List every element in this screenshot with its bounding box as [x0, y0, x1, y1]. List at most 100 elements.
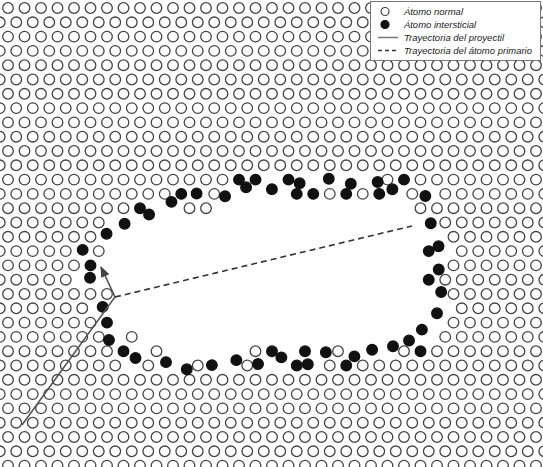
- normal-atom: [52, 146, 63, 157]
- normal-atom: [489, 274, 500, 285]
- normal-atom: [539, 103, 543, 114]
- normal-atom: [432, 432, 443, 443]
- normal-atom: [36, 3, 47, 14]
- normal-atom: [93, 131, 104, 142]
- normal-atom: [110, 46, 121, 57]
- normal-atom: [258, 389, 269, 400]
- normal-atom: [102, 289, 113, 300]
- normal-atom: [110, 17, 121, 28]
- normal-atom: [143, 417, 154, 428]
- normal-atom: [159, 417, 170, 428]
- interstitial-atom: [433, 264, 444, 275]
- normal-atom: [184, 174, 195, 185]
- normal-atom: [135, 375, 146, 386]
- normal-atom: [151, 31, 162, 42]
- normal-atom: [151, 146, 162, 157]
- normal-atom: [27, 189, 38, 200]
- normal-atom: [44, 446, 55, 457]
- normal-atom: [44, 46, 55, 57]
- normal-atom: [242, 446, 253, 457]
- normal-atom: [407, 131, 418, 142]
- normal-atom: [60, 131, 71, 142]
- normal-atom: [415, 89, 426, 100]
- normal-atom: [184, 31, 195, 42]
- interstitial-atom: [388, 341, 399, 352]
- normal-atom: [357, 360, 368, 371]
- normal-atom: [126, 17, 137, 28]
- normal-atom: [176, 46, 187, 57]
- normal-atom: [489, 417, 500, 428]
- normal-atom: [110, 189, 121, 200]
- normal-atom: [531, 346, 542, 357]
- normal-atom: [27, 160, 38, 171]
- normal-atom: [448, 289, 459, 300]
- normal-atom: [514, 232, 525, 243]
- normal-atom: [102, 432, 113, 443]
- normal-atom: [415, 432, 426, 443]
- normal-atom: [27, 217, 38, 228]
- normal-atom: [258, 46, 269, 57]
- normal-atom: [432, 174, 443, 185]
- normal-atom: [201, 89, 212, 100]
- normal-atom: [60, 303, 71, 314]
- interstitial-atom: [181, 364, 192, 375]
- normal-atom: [267, 375, 278, 386]
- normal-atom: [333, 3, 344, 14]
- normal-atom: [382, 146, 393, 157]
- normal-atom: [506, 246, 517, 257]
- interstitial-atom: [85, 260, 96, 271]
- normal-atom: [126, 417, 137, 428]
- normal-atom: [52, 232, 63, 243]
- normal-atom: [69, 289, 80, 300]
- normal-atom: [283, 117, 294, 128]
- normal-atom: [52, 117, 63, 128]
- interstitial-atom: [417, 324, 428, 335]
- normal-atom: [19, 432, 30, 443]
- normal-atom: [77, 131, 88, 142]
- normal-atom: [440, 103, 451, 114]
- normal-atom: [349, 460, 360, 467]
- normal-atom: [349, 375, 360, 386]
- normal-atom: [465, 232, 476, 243]
- normal-atom: [143, 389, 154, 400]
- interstitial-atom: [135, 203, 146, 214]
- normal-atom: [349, 60, 360, 71]
- normal-atom: [506, 217, 517, 228]
- normal-atom: [250, 89, 261, 100]
- normal-atom: [465, 89, 476, 100]
- normal-atom: [432, 346, 443, 357]
- interstitial-atom: [367, 344, 378, 355]
- normal-atom: [102, 346, 113, 357]
- normal-atom: [217, 460, 228, 467]
- normal-atom: [176, 103, 187, 114]
- normal-atom: [60, 246, 71, 257]
- normal-atom: [242, 389, 253, 400]
- normal-atom: [151, 117, 162, 128]
- normal-atom: [69, 432, 80, 443]
- normal-atom: [267, 146, 278, 157]
- normal-atom: [275, 160, 286, 171]
- normal-atom: [3, 375, 14, 386]
- normal-atom: [514, 317, 525, 328]
- normal-atom: [44, 160, 55, 171]
- normal-atom: [399, 375, 410, 386]
- normal-atom: [60, 17, 71, 28]
- normal-atom: [85, 60, 96, 71]
- normal-atom: [0, 274, 5, 285]
- normal-atom: [283, 460, 294, 467]
- normal-atom: [465, 117, 476, 128]
- normal-atom: [324, 17, 335, 28]
- normal-atom: [423, 360, 434, 371]
- normal-atom: [489, 74, 500, 85]
- normal-atom: [102, 31, 113, 42]
- normal-atom: [300, 432, 311, 443]
- interstitial-atom: [241, 182, 252, 193]
- normal-atom: [258, 74, 269, 85]
- normal-atom: [77, 217, 88, 228]
- normal-atom: [440, 217, 451, 228]
- normal-atom: [52, 60, 63, 71]
- legend-row: Trayectoria del átomo primario: [377, 44, 532, 57]
- interstitial-atom: [250, 174, 261, 185]
- interstitial-atom: [231, 355, 242, 366]
- normal-atom: [118, 89, 129, 100]
